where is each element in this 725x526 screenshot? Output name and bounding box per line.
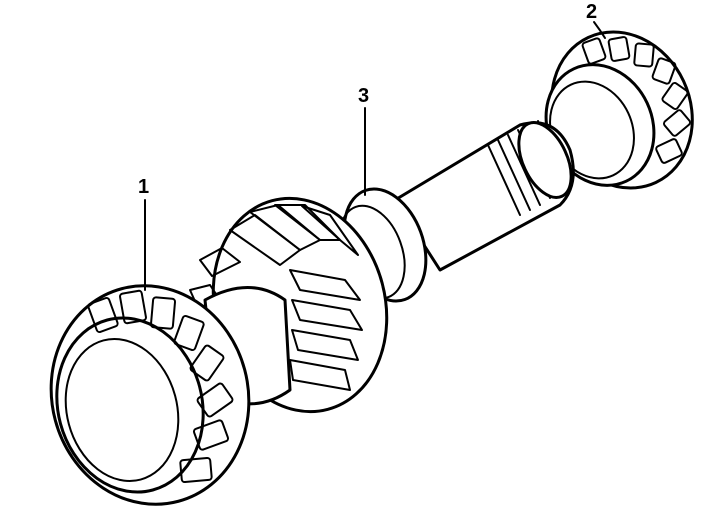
helical-gear <box>189 196 389 414</box>
callout-3: 3 <box>358 85 369 107</box>
front-bearing-rollers <box>87 289 234 484</box>
leader-lines <box>144 21 606 291</box>
rear-tapered-bearing <box>544 30 694 190</box>
shaft <box>393 120 575 272</box>
front-tapered-bearing <box>49 284 251 506</box>
leader-line-2 <box>593 21 606 39</box>
callout-1: 1 <box>138 176 149 198</box>
rear-bearing-rollers <box>581 36 691 164</box>
callout-2: 2 <box>586 1 597 23</box>
